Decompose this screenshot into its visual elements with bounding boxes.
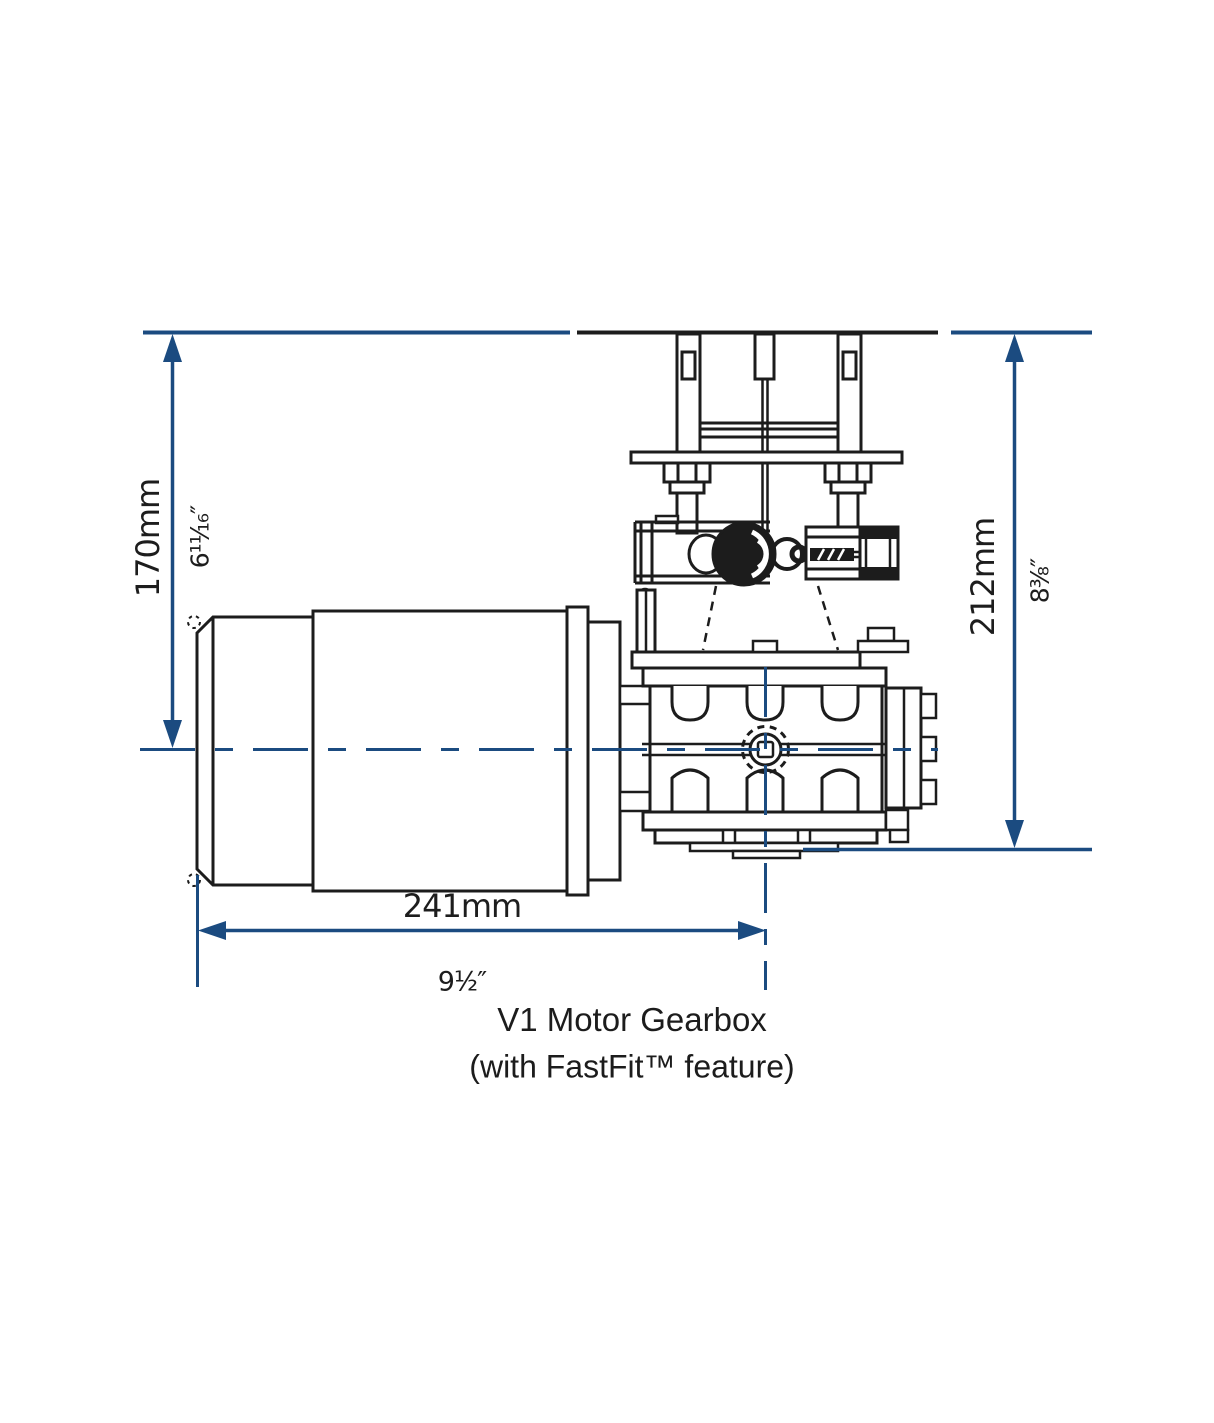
dim-motor-height-imperial-label: 6¹¹⁄₁₆″ xyxy=(185,505,215,569)
dim-length-imperial-label: 9¹⁄₂″ xyxy=(437,966,487,998)
dim-overall-height-imperial-label: 8³⁄₈″ xyxy=(1025,558,1055,604)
dim-length-metric-label: 241mm xyxy=(402,887,522,925)
figure-subtitle: (with FastFit™ feature) xyxy=(469,1048,795,1085)
arrowhead-left xyxy=(198,921,226,940)
arrowhead-up xyxy=(1005,334,1024,362)
arrowhead-right xyxy=(738,921,766,940)
dim-overall-height-metric-label: 212mm xyxy=(964,517,1002,637)
drawing-line-art xyxy=(187,330,938,897)
motor xyxy=(187,605,652,897)
arrowhead-down xyxy=(163,720,182,748)
dimension-lines xyxy=(140,330,1092,990)
clutch-assembly xyxy=(633,514,900,605)
gearbox xyxy=(630,588,938,860)
figure-title: V1 Motor Gearbox xyxy=(497,1001,767,1038)
chain-pipe-dashed-outline xyxy=(701,585,840,651)
dim-motor-height-metric-label: 170mm xyxy=(129,478,167,598)
arrowhead-down xyxy=(1005,820,1024,848)
arrowhead-up xyxy=(163,334,182,362)
dimension-arrowheads xyxy=(163,334,1024,940)
